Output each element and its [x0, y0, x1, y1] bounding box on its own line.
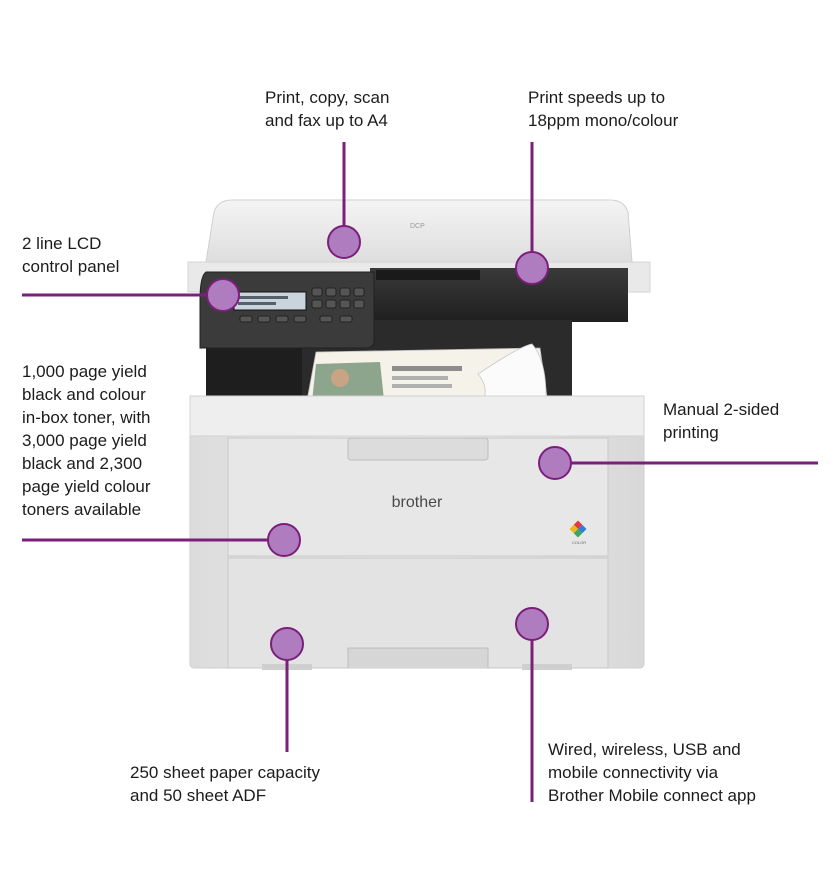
- dot-paper: [270, 627, 304, 661]
- lcd-screen: [233, 291, 307, 311]
- scanner-lid: [205, 199, 633, 263]
- adf-tray: [370, 268, 628, 322]
- callout-lines: [22, 142, 818, 802]
- callout-text-print-copy: Print, copy, scan and fax up to A4: [265, 88, 390, 130]
- panel-buttons: [239, 287, 365, 323]
- model-badge: DCP: [410, 223, 425, 230]
- front-handle: [347, 437, 489, 461]
- dot-lcd: [206, 278, 240, 312]
- callout-dots: [206, 225, 572, 661]
- dot-duplex: [538, 446, 572, 480]
- dot-toner: [267, 523, 301, 557]
- dot-top-right: [515, 251, 549, 285]
- callout-text-paper: 250 sheet paper capacity and 50 sheet AD…: [130, 763, 320, 805]
- brand-logo: brother: [392, 494, 443, 511]
- dot-connectivity: [515, 607, 549, 641]
- dot-top-left: [327, 225, 361, 259]
- tray-handle: [347, 647, 489, 668]
- callout-text-toner: 1,000 page yield black and colour in-box…: [22, 362, 151, 519]
- callout-text-duplex: Manual 2-sided printing: [663, 400, 780, 442]
- color-caption: COLOR: [572, 540, 586, 545]
- callout-text-lcd: 2 line LCD control panel: [22, 234, 120, 276]
- callout-text-print-speed: Print speeds up to 18ppm mono/colour: [528, 88, 679, 130]
- callout-text-connectivity: Wired, wireless, USB and mobile connecti…: [548, 740, 756, 805]
